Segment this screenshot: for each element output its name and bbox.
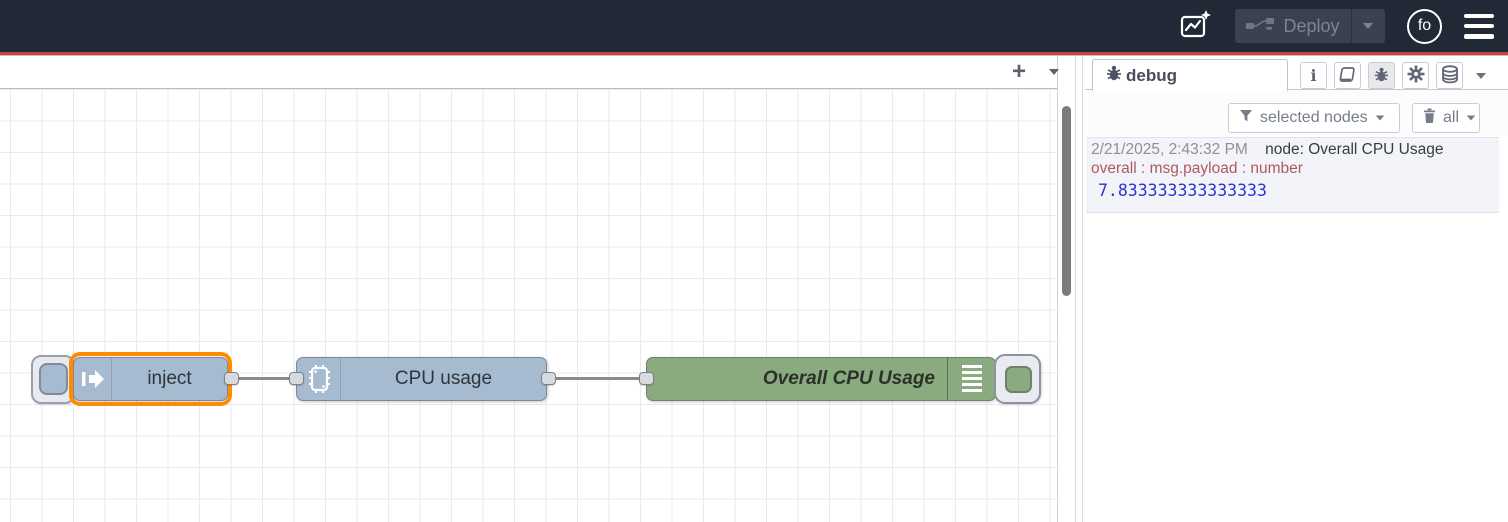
header-actions: Deploy fo xyxy=(1179,0,1494,52)
flow-assistant-icon xyxy=(1180,9,1212,43)
port-debug-input[interactable] xyxy=(639,372,654,385)
debug-message-value: 7.833333333333333 xyxy=(1098,181,1267,200)
inject-trigger-button[interactable] xyxy=(31,355,75,404)
debug-toggle-button[interactable] xyxy=(994,354,1041,404)
chevron-down-icon xyxy=(1049,69,1059,75)
port-inject-output[interactable] xyxy=(224,372,239,385)
debug-filter-row: selected nodes all xyxy=(1085,90,1508,135)
debug-message-property: overall : msg.payload : number xyxy=(1091,160,1303,177)
sidebar-tab-strip: debug i xyxy=(1085,56,1508,91)
node-cpu-usage[interactable]: CPU usage xyxy=(296,357,547,401)
user-avatar-label: fo xyxy=(1417,17,1432,34)
user-avatar[interactable]: fo xyxy=(1407,8,1442,44)
config-nodes-tab-button[interactable] xyxy=(1402,62,1429,89)
header: Deploy fo xyxy=(0,0,1508,52)
trash-icon xyxy=(1423,108,1436,128)
deploy-icon xyxy=(1246,17,1275,36)
hamburger-bar xyxy=(1464,23,1494,29)
deploy-button[interactable]: Deploy xyxy=(1235,9,1385,43)
node-inject-label: inject xyxy=(147,368,192,389)
debug-sidebar: debug i xyxy=(1085,56,1508,522)
sidebar-options-button[interactable] xyxy=(1472,68,1490,84)
sidebar-splitter[interactable] xyxy=(1075,56,1076,522)
chevron-down-icon xyxy=(1466,115,1476,121)
port-cpu-input[interactable] xyxy=(289,372,304,385)
flow-list-button[interactable] xyxy=(1042,60,1066,84)
wire-cpu-to-debug[interactable] xyxy=(554,377,640,380)
debug-toggle-button-face xyxy=(1005,366,1032,393)
chevron-down-icon xyxy=(1363,23,1373,29)
node-cpu-usage-label: CPU usage xyxy=(394,368,493,389)
bug-icon xyxy=(1105,64,1123,87)
inject-trigger-button-face xyxy=(39,363,68,395)
node-overall-cpu-usage[interactable]: Overall CPU Usage xyxy=(646,357,996,401)
sidebar-splitter[interactable] xyxy=(1082,56,1083,522)
debug-tab-button[interactable] xyxy=(1368,62,1395,89)
filter-selected-nodes-label: selected nodes xyxy=(1260,109,1368,126)
debug-message-list: 2/21/2025, 2:43:32 PM node: Overall CPU … xyxy=(1085,135,1508,522)
chevron-down-icon xyxy=(1375,115,1384,121)
debug-message-timestamp: 2/21/2025, 2:43:32 PM xyxy=(1091,141,1248,158)
inject-icon xyxy=(74,358,112,400)
info-icon: i xyxy=(1310,65,1317,85)
canvas-vertical-scrollbar[interactable] xyxy=(1062,106,1071,296)
help-tab-button[interactable] xyxy=(1334,62,1361,89)
deploy-options-caret[interactable] xyxy=(1351,9,1384,43)
workspace-tab-bar: + xyxy=(0,56,1059,89)
tab-debug[interactable]: debug xyxy=(1092,59,1288,91)
debug-message-meta: 2/21/2025, 2:43:32 PM node: Overall CPU … xyxy=(1091,141,1495,159)
clear-messages-label: all xyxy=(1443,109,1460,126)
book-icon xyxy=(1338,66,1357,86)
flow-assistant-button[interactable] xyxy=(1179,9,1213,43)
deploy-button-label: Deploy xyxy=(1283,15,1340,36)
debug-message-node: node: Overall CPU Usage xyxy=(1265,141,1444,158)
hamburger-bar xyxy=(1464,34,1494,39)
flow-canvas[interactable] xyxy=(0,89,1058,522)
chevron-down-icon xyxy=(1476,73,1486,79)
hamburger-bar xyxy=(1464,13,1494,18)
chip-icon xyxy=(297,358,341,400)
main-menu-button[interactable] xyxy=(1464,13,1494,39)
add-flow-button[interactable]: + xyxy=(1005,58,1033,86)
header-divider xyxy=(0,55,1508,56)
context-data-tab-button[interactable] xyxy=(1436,62,1463,89)
port-cpu-output[interactable] xyxy=(541,372,556,385)
debug-message[interactable]: 2/21/2025, 2:43:32 PM node: Overall CPU … xyxy=(1086,137,1499,213)
gear-icon xyxy=(1407,65,1425,86)
node-inject[interactable]: inject xyxy=(73,357,228,401)
filter-selected-nodes-button[interactable]: selected nodes xyxy=(1228,103,1400,133)
filter-icon xyxy=(1239,109,1253,128)
clear-messages-button[interactable]: all xyxy=(1412,103,1480,133)
bug-icon xyxy=(1373,66,1390,86)
info-tab-button[interactable]: i xyxy=(1300,62,1327,89)
database-icon xyxy=(1441,64,1459,87)
header-accent-line xyxy=(0,52,1508,55)
tab-debug-label: debug xyxy=(1126,65,1177,85)
node-overall-cpu-usage-label: Overall CPU Usage xyxy=(762,368,935,389)
wire-inject-to-cpu[interactable] xyxy=(238,377,291,380)
debug-list-icon xyxy=(947,358,995,400)
